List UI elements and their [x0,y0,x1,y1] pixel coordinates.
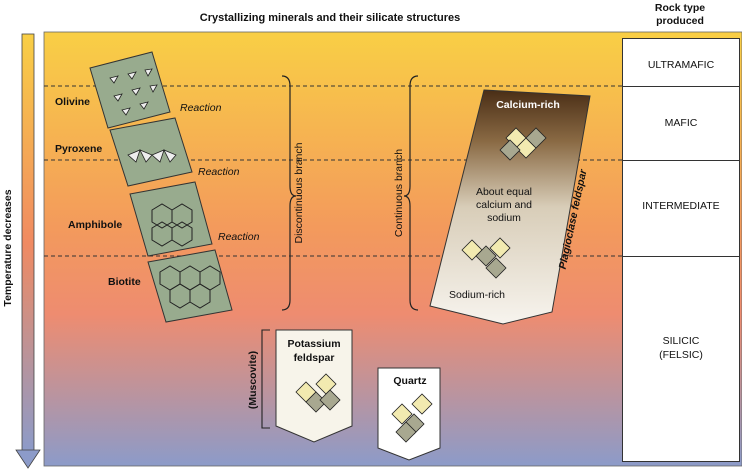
temperature-arrow [15,33,41,469]
continuous-branch-label: Continuous branch [393,149,405,237]
olivine-label: Olivine [55,96,90,108]
rock-type-intermediate: INTERMEDIATE [642,200,720,212]
equal-calcium-sodium-line1: About equal [476,186,532,198]
potassium-feldspar-line2: feldspar [294,352,335,364]
equal-calcium-sodium-line3: sodium [487,212,521,224]
diagram-title: Crystallizing minerals and their silicat… [199,12,461,24]
rock-type-silicic-line2: (FELSIC) [659,349,703,361]
muscovite-label: (Muscovite) [247,351,259,409]
discontinuous-brace [281,75,297,311]
rock-divider-1 [623,86,739,87]
biotite-card [147,249,233,323]
amphibole-label: Amphibole [68,219,122,231]
rock-type-ultramafic: ULTRAMAFIC [647,59,715,71]
rock-type-header: Rock type produced [654,2,706,27]
pyroxene-card [109,117,193,187]
amphibole-card [129,181,213,257]
quartz-label: Quartz [393,375,426,387]
reaction-label-1: Reaction [180,102,222,114]
rock-divider-3 [623,256,739,257]
discontinuous-branch-label: Discontinuous branch [293,142,305,243]
equal-calcium-sodium-line2: calcium and [476,199,532,211]
muscovite-bracket [261,329,270,429]
temperature-zone-dividers [44,85,622,257]
sodium-rich-label: Sodium-rich [449,289,505,301]
pyroxene-label: Pyroxene [55,143,102,155]
quartz-shield [377,367,441,461]
reaction-label-2: Reaction [198,166,240,178]
potassium-feldspar-line1: Potassium [287,338,340,350]
biotite-label: Biotite [108,276,141,288]
rock-type-silicic-line1: SILICIC [662,335,700,347]
temperature-axis-label: Temperature decreases [2,189,14,306]
continuous-brace [403,75,419,311]
reaction-label-3: Reaction [218,231,260,243]
rock-type-column: ULTRAMAFIC MAFIC INTERMEDIATE SILICIC (F… [622,38,740,462]
calcium-rich-label: Calcium-rich [496,99,560,111]
rock-divider-2 [623,160,739,161]
plagioclase-banner [429,89,591,325]
olivine-card [89,51,171,129]
potassium-feldspar-shield [275,329,353,443]
rock-type-mafic: MAFIC [664,117,698,129]
